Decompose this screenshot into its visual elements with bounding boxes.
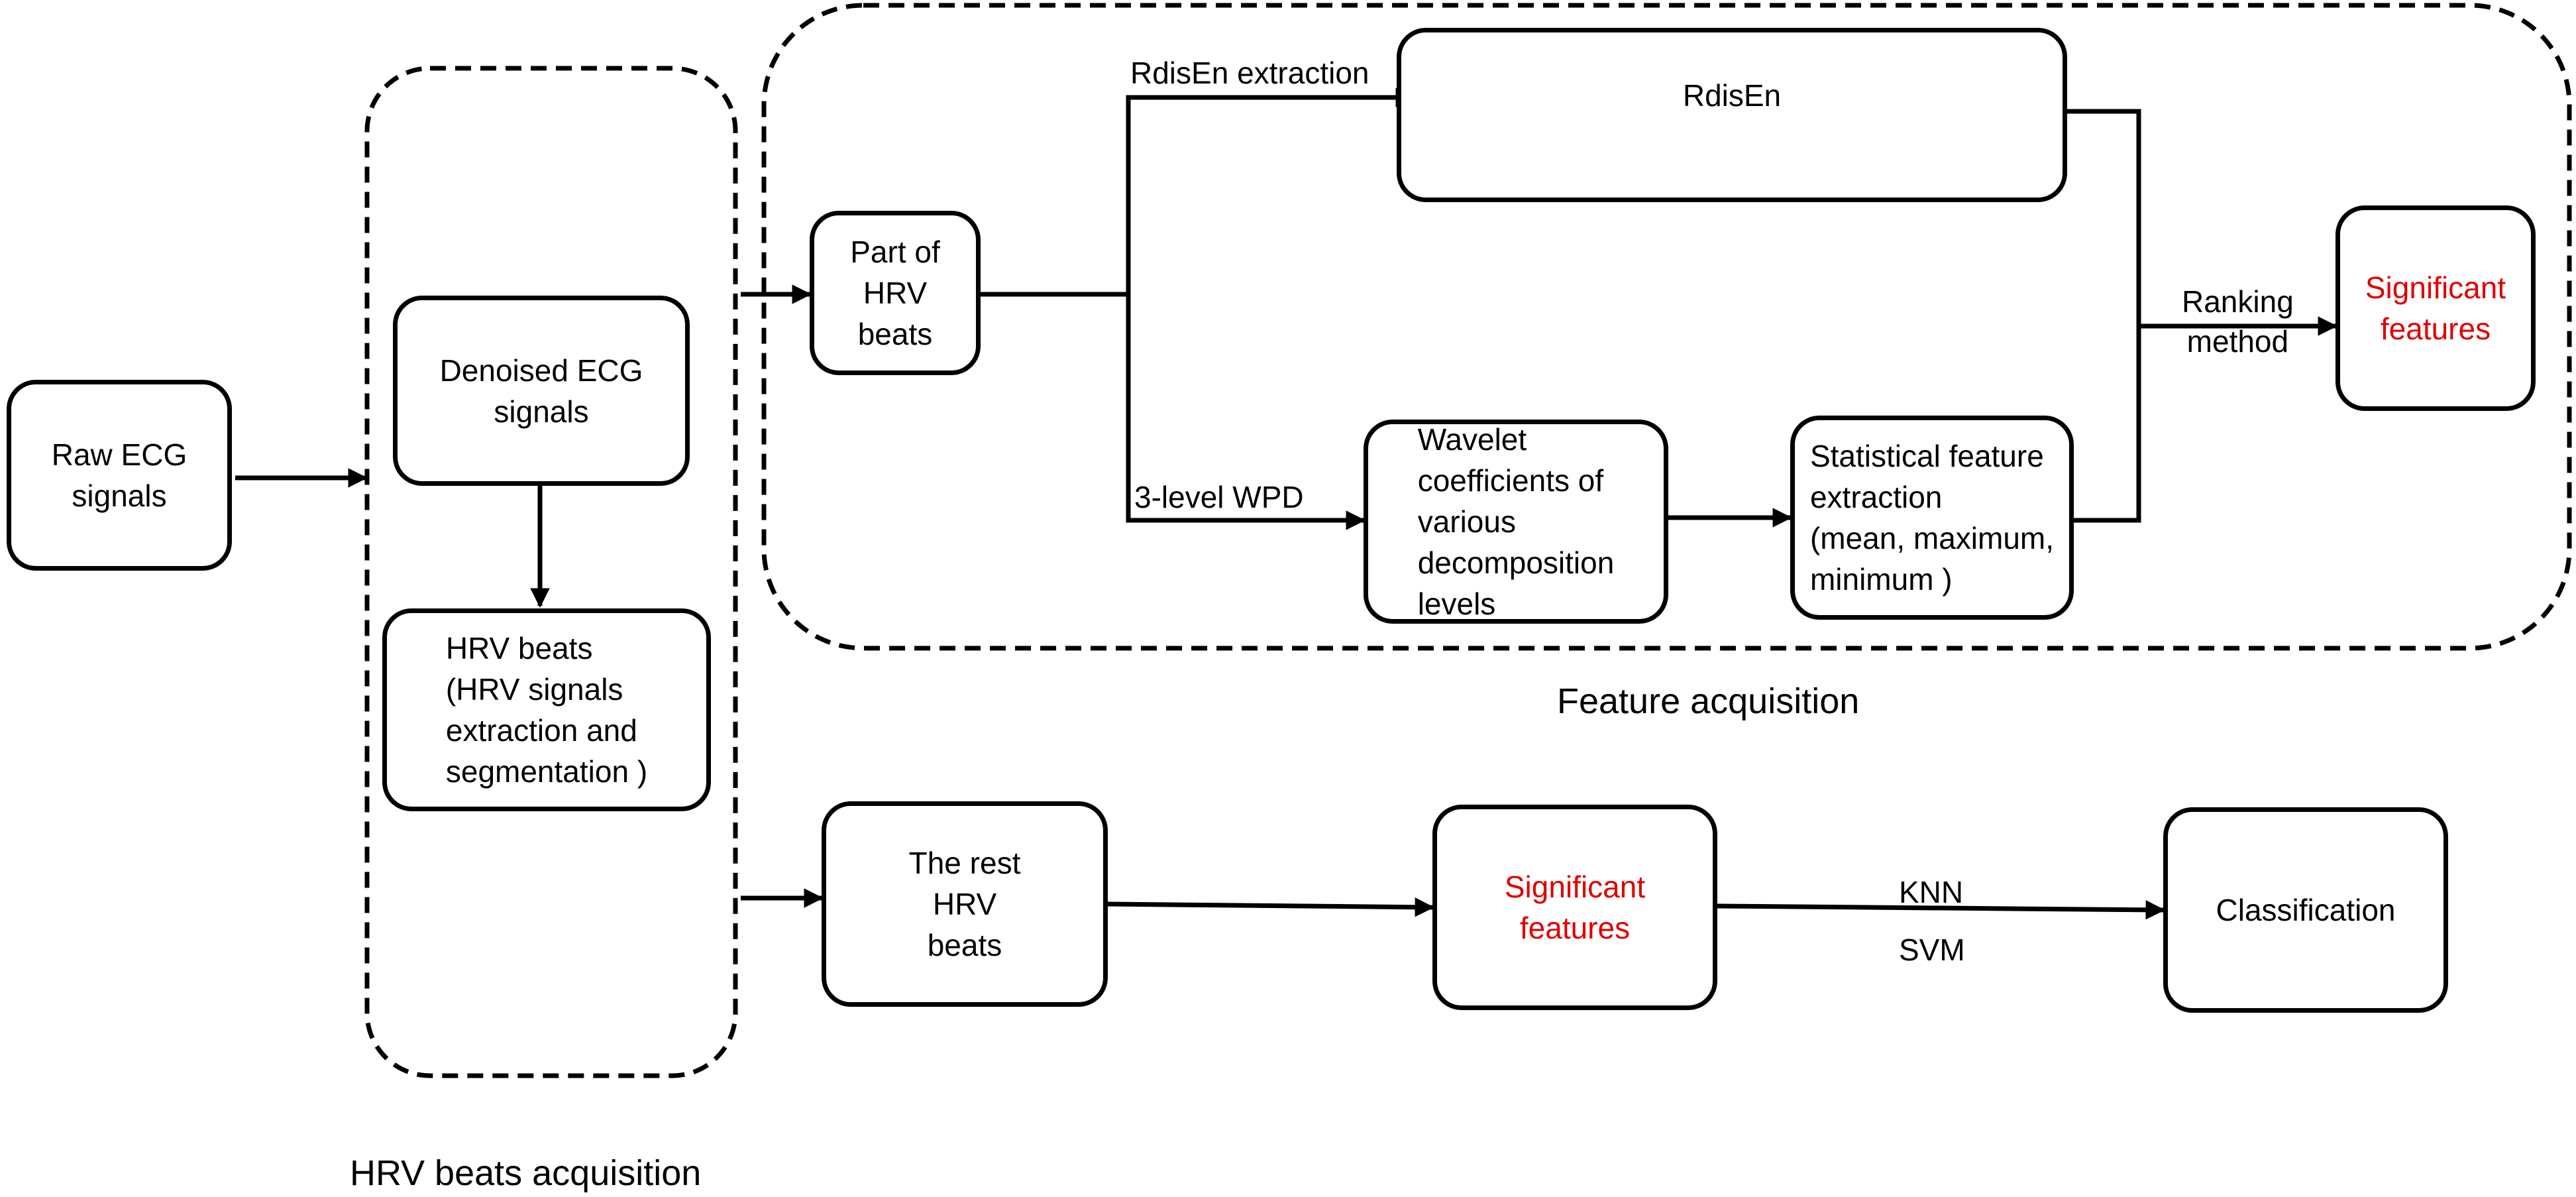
hrv-beats-node: HRV beats (HRV signals extraction and se… bbox=[382, 608, 711, 811]
merge-statistical bbox=[2074, 326, 2141, 523]
rdisen-extraction-label: RdisEn extraction bbox=[1130, 56, 1369, 90]
knn-label: KNN bbox=[1899, 875, 1964, 909]
ranking-method-label: Ranking method bbox=[2182, 284, 2294, 359]
significant-features-bottom-label: Significant features bbox=[1504, 870, 1646, 945]
hrv-acquisition-group bbox=[364, 66, 738, 1078]
branch-rdisen bbox=[981, 87, 1415, 297]
rdisen-label: RdisEn bbox=[1682, 78, 1782, 113]
raw-ecg-node: Raw ECG signals bbox=[7, 380, 232, 571]
classification-label: Classification bbox=[2216, 893, 2396, 927]
statistical-label: Statistical feature extraction (mean, ma… bbox=[1809, 439, 2055, 597]
significant-features-top-label: Significant features bbox=[2365, 270, 2506, 346]
wpd-label: 3-level WPD bbox=[1134, 480, 1304, 514]
significant-features-bottom-node: Significant features bbox=[1432, 805, 1717, 1010]
feature-acquisition-caption: Feature acquisition bbox=[1557, 681, 1860, 721]
part-hrv-node: Part of HRV beats bbox=[810, 211, 981, 375]
part-hrv-label: Part of HRV beats bbox=[850, 235, 940, 351]
rest-hrv-node: The rest HRV beats bbox=[822, 801, 1108, 1007]
branch-wpd bbox=[1126, 294, 1366, 530]
denoised-ecg-node: Denoised ECG signals bbox=[393, 296, 690, 486]
significant-features-top-node: Significant features bbox=[2335, 205, 2536, 411]
arrow-rest-to-significant bbox=[1107, 897, 1434, 917]
svm-label: SVM bbox=[1899, 933, 1965, 967]
hrv-acquisition-caption: HRV beats acquisition bbox=[350, 1153, 702, 1193]
merge-rdisen bbox=[2065, 109, 2141, 326]
raw-ecg-label: Raw ECG signals bbox=[51, 437, 188, 513]
hrv-beats-label: HRV beats (HRV signals extraction and se… bbox=[445, 631, 648, 789]
wavelet-label: Wavelet coefficients of various decompos… bbox=[1417, 422, 1615, 621]
wavelet-node: Wavelet coefficients of various decompos… bbox=[1364, 420, 1668, 624]
statistical-node: Statistical feature extraction (mean, ma… bbox=[1790, 416, 2074, 620]
arrow-significant-to-classification bbox=[1717, 900, 2165, 920]
classification-node: Classification bbox=[2163, 807, 2448, 1013]
denoised-ecg-label: Denoised ECG signals bbox=[439, 353, 643, 429]
rdisen-node: RdisEn bbox=[1397, 28, 2067, 202]
rest-hrv-label: The rest HRV beats bbox=[908, 846, 1021, 962]
